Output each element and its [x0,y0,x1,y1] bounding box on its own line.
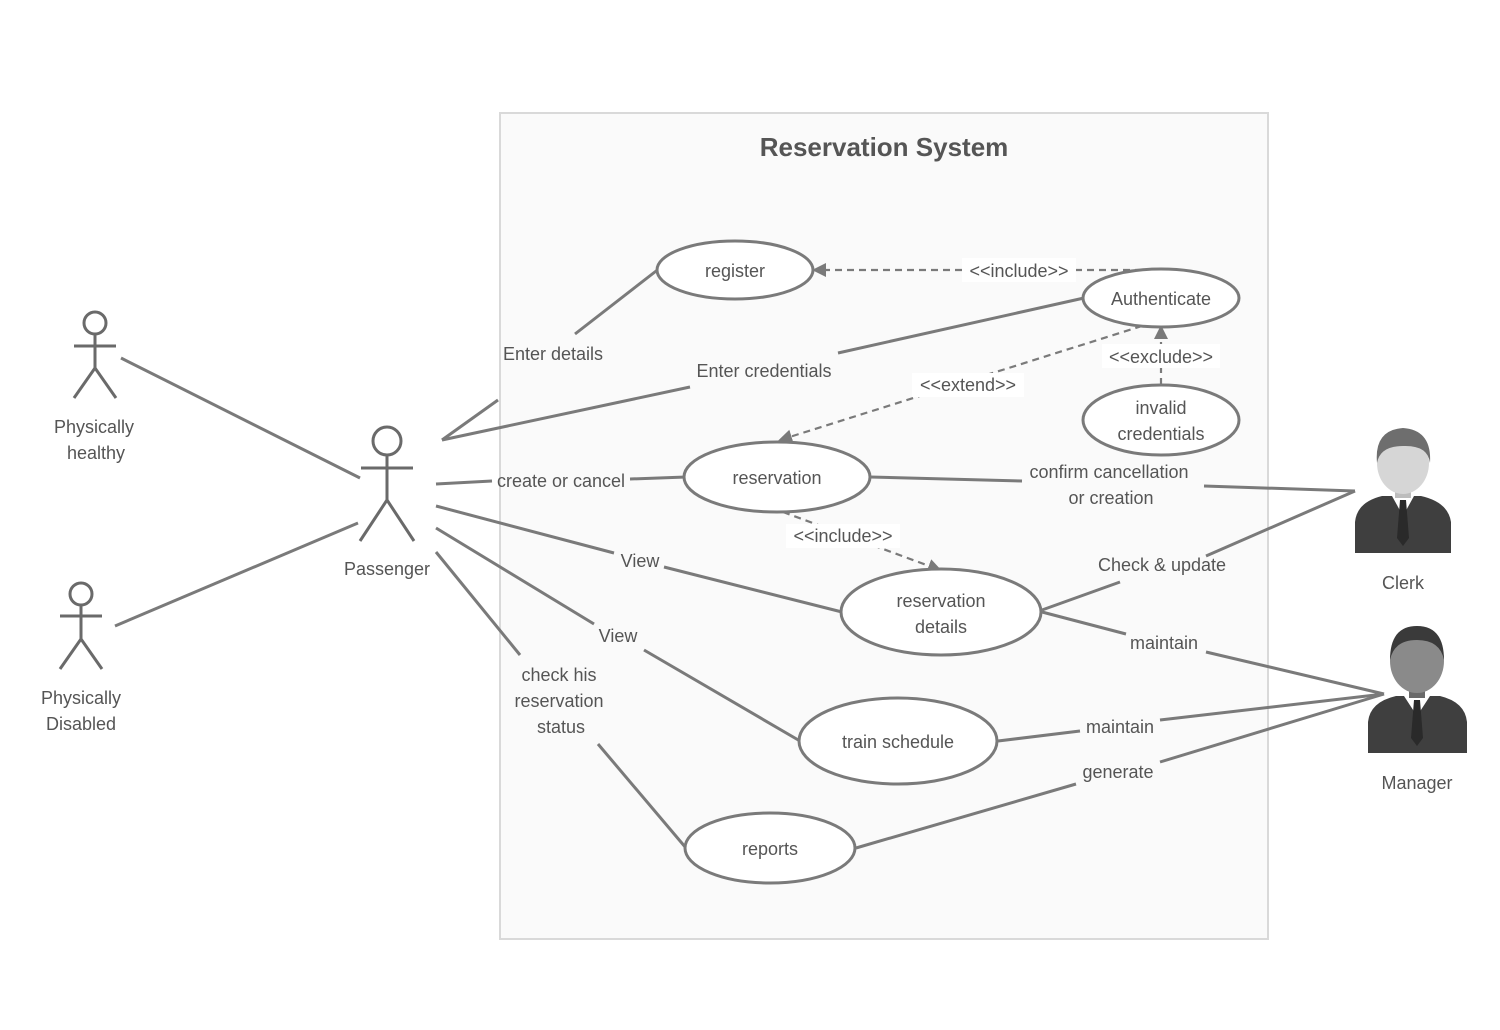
svg-text:generate: generate [1082,762,1153,782]
rel-include-register: <<include>> [812,258,1142,282]
actor-physically-disabled[interactable]: Physically Disabled [41,581,121,734]
svg-text:healthy: healthy [67,443,125,463]
svg-text:maintain: maintain [1130,633,1198,653]
assoc-maintain-details: maintain [1041,610,1385,696]
actor-passenger[interactable]: Passenger [344,425,430,579]
svg-text:Clerk: Clerk [1382,573,1425,593]
stick-figure-icon [72,310,118,399]
assoc-maintain-schedule: maintain [997,692,1385,743]
stick-figure-icon [358,425,416,542]
usecase-register[interactable]: register [655,239,815,301]
svg-text:reservation: reservation [896,591,985,611]
svg-text:Passenger: Passenger [344,559,430,579]
rel-include-details: <<include>> [782,510,942,573]
svg-text:View: View [599,626,639,646]
usecase-reservation[interactable]: reservation [682,440,872,514]
usecase-invalid-credentials[interactable]: invalid credentials [1081,383,1241,457]
usecase-train-schedule[interactable]: train schedule [797,696,999,786]
svg-text:details: details [915,617,967,637]
svg-text:check his: check his [521,665,596,685]
svg-text:invalid: invalid [1135,398,1186,418]
assoc-enter-credentials: Enter credentials [441,296,1085,442]
rel-exclude: <<exclude>> [1102,325,1220,385]
usecase-reports[interactable]: reports [683,811,857,885]
assoc-generate: generate [855,692,1385,850]
svg-text:Manager: Manager [1381,773,1452,793]
rel-extend: <<extend>> [778,324,1143,444]
businessman-icon [1368,626,1467,753]
assoc-confirm: confirm cancellation or creation [869,462,1356,508]
svg-text:reservation: reservation [732,468,821,488]
disabled-passenger-link [114,521,359,628]
actor-physically-healthy[interactable]: Physically healthy [54,310,134,463]
system-title: Reservation System [760,132,1009,162]
svg-text:maintain: maintain [1086,717,1154,737]
svg-text:Check & update: Check & update [1098,555,1226,575]
svg-text:<<include>>: <<include>> [793,526,892,546]
svg-text:train schedule: train schedule [842,732,954,752]
assoc-check-status: check his reservation status [434,551,688,849]
svg-text:reports: reports [742,839,798,859]
assoc-enter-details: Enter details [441,266,661,442]
svg-text:status: status [537,717,585,737]
usecase-reservation-details[interactable]: reservation details [839,567,1043,657]
svg-text:<<include>>: <<include>> [969,261,1068,281]
svg-text:<<extend>>: <<extend>> [920,375,1016,395]
svg-text:Authenticate: Authenticate [1111,289,1211,309]
assoc-view-schedule: View [435,526,801,743]
svg-text:Physically: Physically [54,417,134,437]
assoc-check-update: Check & update [1041,489,1356,612]
svg-text:confirm cancellation: confirm cancellation [1029,462,1188,482]
svg-text:Enter credentials: Enter credentials [696,361,831,381]
svg-text:reservation: reservation [514,691,603,711]
svg-text:Physically: Physically [41,688,121,708]
svg-text:<<exclude>>: <<exclude>> [1109,347,1213,367]
svg-text:register: register [705,261,765,281]
assoc-view-details: View [435,504,843,614]
assoc-create-or-cancel: create or cancel [435,471,687,491]
actor-clerk[interactable]: Clerk [1355,428,1451,593]
healthy-passenger-link [120,356,361,480]
actor-manager[interactable]: Manager [1368,626,1467,793]
svg-text:create or cancel: create or cancel [497,471,625,491]
businessman-icon [1355,428,1451,553]
svg-text:credentials: credentials [1117,424,1204,444]
svg-text:or creation: or creation [1068,488,1153,508]
svg-text:Enter details: Enter details [503,344,603,364]
svg-text:View: View [621,551,661,571]
stick-figure-icon [58,581,104,670]
usecase-authenticate[interactable]: Authenticate [1081,267,1241,329]
svg-text:Disabled: Disabled [46,714,116,734]
